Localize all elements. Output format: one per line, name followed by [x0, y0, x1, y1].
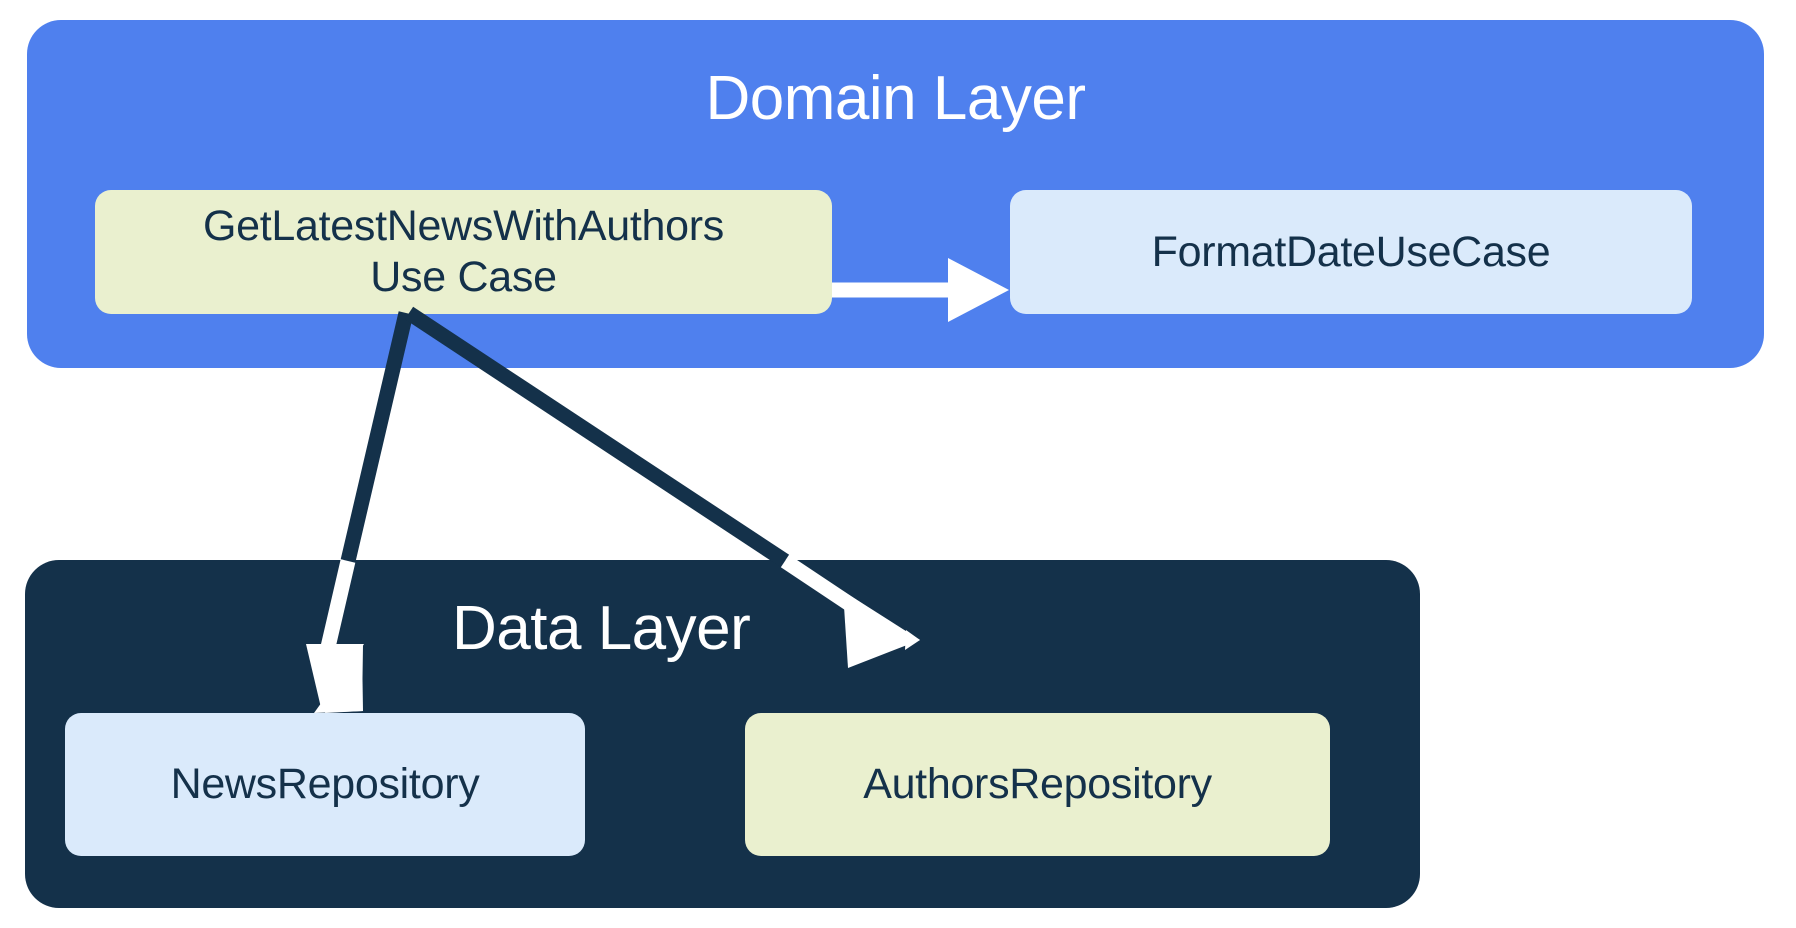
node-news-repository[interactable]: NewsRepository	[65, 713, 585, 856]
node-label-line-2: Use Case	[370, 253, 557, 301]
node-format-date-use-case[interactable]: FormatDateUseCase	[1010, 190, 1692, 314]
domain-layer-title: Domain Layer	[705, 64, 1086, 133]
node-get-latest-news-with-authors-use-case[interactable]: GetLatestNewsWithAuthors Use Case	[95, 190, 832, 314]
node-authors-repository[interactable]: AuthorsRepository	[745, 713, 1330, 856]
node-label-line-1: GetLatestNewsWithAuthors	[203, 202, 724, 251]
node-label-get-latest-news: GetLatestNewsWithAuthors Use Case	[203, 201, 724, 302]
data-layer-title: Data Layer	[452, 594, 751, 663]
